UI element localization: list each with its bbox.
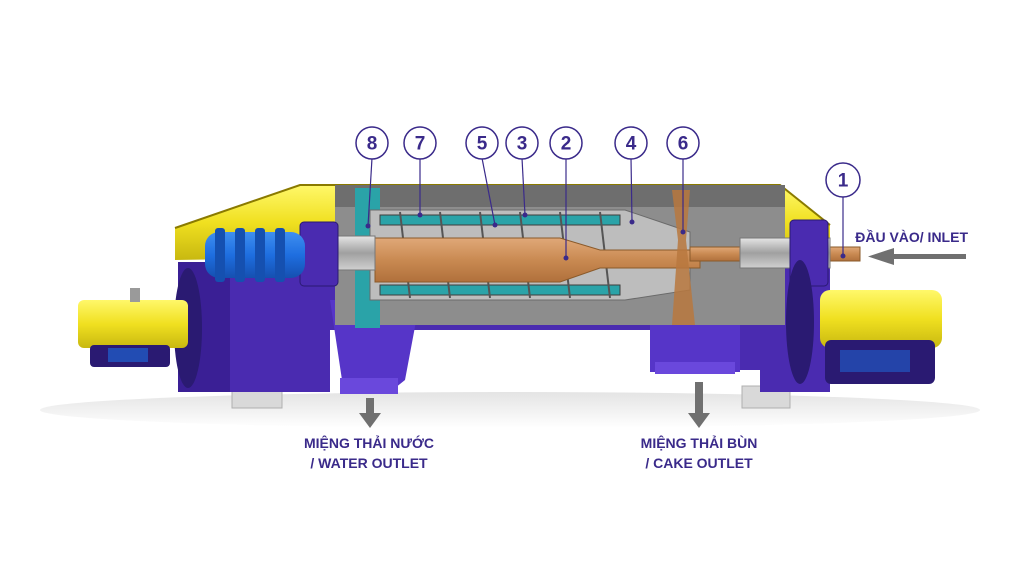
callout-3: 3 bbox=[517, 134, 528, 155]
callout-2: 2 bbox=[561, 134, 572, 155]
cake-outlet-flange bbox=[655, 362, 735, 374]
callout-circles bbox=[355, 126, 861, 198]
cake-discharge bbox=[672, 190, 695, 325]
pulley-right bbox=[786, 260, 814, 384]
water-outlet-arrow bbox=[359, 398, 381, 428]
callout-5: 5 bbox=[477, 134, 488, 155]
motor-left bbox=[78, 288, 188, 367]
inlet-arrow bbox=[868, 248, 966, 265]
motor-right bbox=[820, 290, 942, 384]
callout-4: 4 bbox=[626, 134, 637, 155]
screw-flights bbox=[379, 214, 621, 296]
callout-dots bbox=[365, 212, 846, 261]
water-outlet-line2: / WATER OUTLET bbox=[310, 455, 428, 471]
housing-interior-top bbox=[335, 185, 785, 207]
machine-illustration bbox=[78, 184, 942, 409]
inlet-label: ĐẦU VÀO/ INLET bbox=[855, 229, 968, 245]
water-outlet-line1: MIỆNG THẢI NƯỚC bbox=[304, 434, 434, 451]
bearing-left bbox=[299, 221, 339, 287]
water-outlet-flange bbox=[340, 378, 398, 394]
callout-leaders bbox=[367, 157, 844, 258]
cake-outlet-arrow bbox=[688, 382, 710, 428]
callout-6: 6 bbox=[678, 134, 689, 155]
gearbox-coupling bbox=[205, 228, 305, 282]
callout-1: 1 bbox=[838, 171, 849, 192]
cake-outlet-line1: MIỆNG THẢI BÙN bbox=[641, 434, 758, 451]
callout-7: 7 bbox=[415, 134, 426, 155]
floor-shadow bbox=[40, 392, 980, 428]
callout-8: 8 bbox=[367, 134, 378, 155]
cake-outlet-line2: / CAKE OUTLET bbox=[645, 455, 753, 471]
conveyor-hub bbox=[374, 237, 701, 283]
